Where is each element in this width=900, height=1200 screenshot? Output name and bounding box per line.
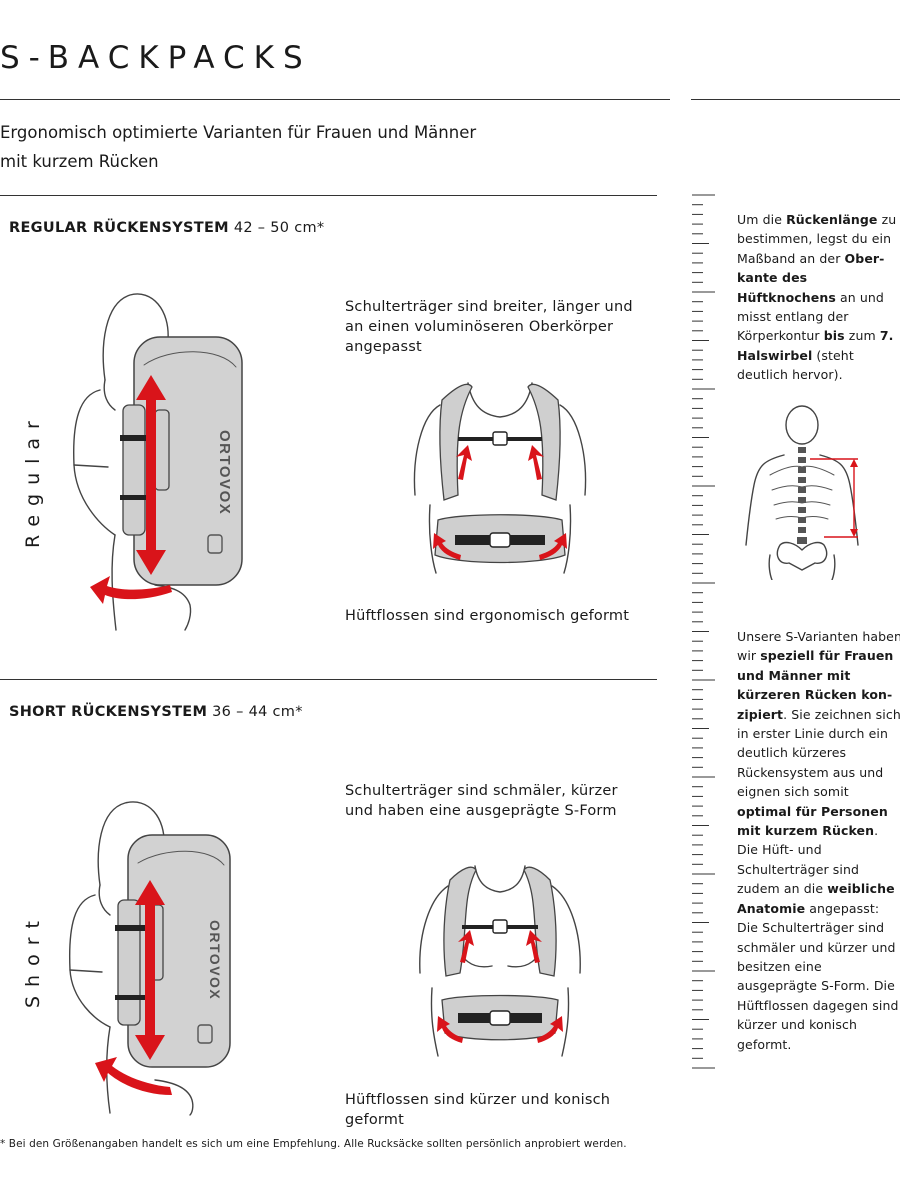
short-shoulder-arrow-left (458, 930, 474, 963)
sidebar-measure-text: Um die Rückenlänge zu bestimmen, legst d… (737, 212, 897, 383)
short-shoulder-text: Schulterträger sind schmäler, kürzer und… (345, 783, 618, 819)
short-side-label: Short (22, 912, 44, 1008)
regular-hip-text: Hüftflossen sind ergonomisch geformt (345, 608, 630, 624)
regular-heading: REGULAR RÜCKENSYSTEM 42 – 50 cm* (9, 220, 324, 236)
measuring-tape-ruler (692, 194, 715, 1069)
spine-skeleton-illustration (745, 405, 859, 580)
short-harness-front-illustration (419, 865, 581, 1057)
regular-side-label: Regular (22, 412, 44, 548)
title-rule (0, 99, 670, 100)
short-hip-arrow (95, 1057, 172, 1095)
regular-shoulder-text: Schulterträger sind breiter, länger und … (345, 299, 633, 355)
regular-hip-arrow-right (539, 533, 567, 560)
regular-brand-logo: ORTOVOX (216, 430, 233, 515)
page-title: S-BACKPACKS (0, 40, 312, 76)
regular-length-arrow (136, 375, 166, 575)
short-length-arrow (135, 880, 165, 1060)
short-hip-text: Hüftflossen sind kürzer und konisch gefo… (345, 1092, 611, 1128)
short-hip-arrow-right (537, 1016, 563, 1043)
subtitle-line-2: mit kurzem Rücken (0, 152, 159, 171)
regular-section-rule (0, 195, 657, 196)
subtitle: Ergonomisch optimierte Varianten für Fra… (0, 118, 640, 176)
short-shoulder-arrow-right (526, 930, 542, 963)
sidebar-variants-text: Unsere S-Varianten haben wir speziell fü… (737, 629, 900, 1052)
vertebrae (797, 447, 807, 544)
short-brand-logo: ORTOVOX (207, 920, 223, 1000)
short-heading-range: 36 – 44 cm* (212, 704, 303, 720)
short-heading-label: SHORT RÜCKENSYSTEM (9, 704, 208, 720)
short-hip-arrow-left (437, 1016, 463, 1043)
regular-shoulder-arrow-right (528, 445, 544, 480)
regular-harness-front-illustration (413, 382, 587, 574)
sidebar-title-rule (691, 99, 900, 100)
short-section-rule (0, 679, 657, 680)
regular-shoulder-arrow-left (456, 445, 472, 480)
regular-hip-arrow-left (433, 533, 461, 560)
regular-heading-range: 42 – 50 cm* (233, 220, 325, 236)
regular-heading-label: REGULAR RÜCKENSYSTEM (9, 220, 229, 236)
subtitle-line-1: Ergonomisch optimierte Varianten für Fra… (0, 123, 477, 142)
short-heading: SHORT RÜCKENSYSTEM 36 – 44 cm* (9, 704, 303, 720)
regular-backpack-side-illustration: ORTOVOX (73, 293, 243, 631)
short-backpack-side-illustration: ORTOVOX (68, 801, 231, 1116)
regular-hip-arrow (90, 576, 172, 604)
footnote: * Bei den Größenangaben handelt es sich … (0, 1138, 627, 1150)
